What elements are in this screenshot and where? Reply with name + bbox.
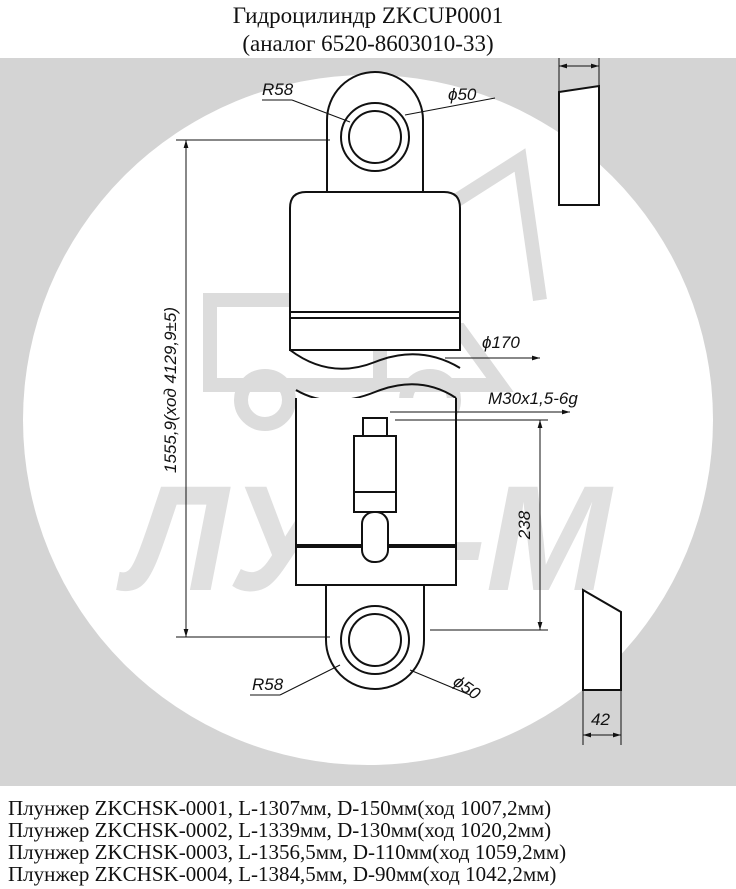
cylinder-drawing-svg: ЛУЧ-М — [23, 39, 713, 765]
bottom-eye-bore — [348, 613, 402, 667]
rod-collar — [353, 491, 397, 513]
dim-width-bottom: 42 — [591, 710, 610, 729]
rod-end — [361, 511, 389, 563]
plunger-spec-4: Плунжер ZKCHSK-0004, L-1384,5мм, D-90мм(… — [8, 862, 557, 886]
dim-body-diameter: ϕ170 — [482, 333, 520, 352]
plunger-spec-3: Плунжер ZKCHSK-0003, L-1356,5мм, D-110мм… — [8, 840, 567, 864]
dim-thread: M30x1,5-6g — [488, 389, 578, 408]
dim-top-radius: R58 — [262, 80, 294, 99]
rod-thread — [362, 417, 388, 437]
drawing-subtitle: (аналог 6520-8603010-33) — [242, 31, 494, 56]
dimension-lines — [176, 58, 622, 745]
rod-nut — [353, 435, 397, 493]
plunger-spec-2: Плунжер ZKCHSK-0002, L-1339мм, D-130мм(х… — [8, 818, 552, 842]
dim-bottom-radius: R58 — [252, 675, 284, 694]
dim-overall-length: 1555,9(ход 4129,9±5) — [161, 307, 180, 473]
side-views — [558, 84, 622, 691]
plunger-spec-list: Плунжер ZKCHSK-0001, L-1307мм, D-150мм(х… — [8, 797, 566, 885]
top-eye-bore — [348, 110, 402, 164]
break-line-top — [289, 349, 461, 370]
drawing-title: Гидроцилиндр ZKCUP0001 — [232, 3, 504, 28]
cylinder-body — [289, 71, 461, 690]
cylinder-barrel — [289, 191, 461, 351]
plunger-spec-1: Плунжер ZKCHSK-0001, L-1307мм, D-150мм(х… — [8, 796, 552, 820]
dim-rod-length: 238 — [515, 510, 534, 540]
side-view-top — [558, 84, 600, 206]
dim-top-bore: ϕ50 — [448, 85, 477, 104]
technical-drawing: ЛУЧ-М — [0, 39, 736, 786]
